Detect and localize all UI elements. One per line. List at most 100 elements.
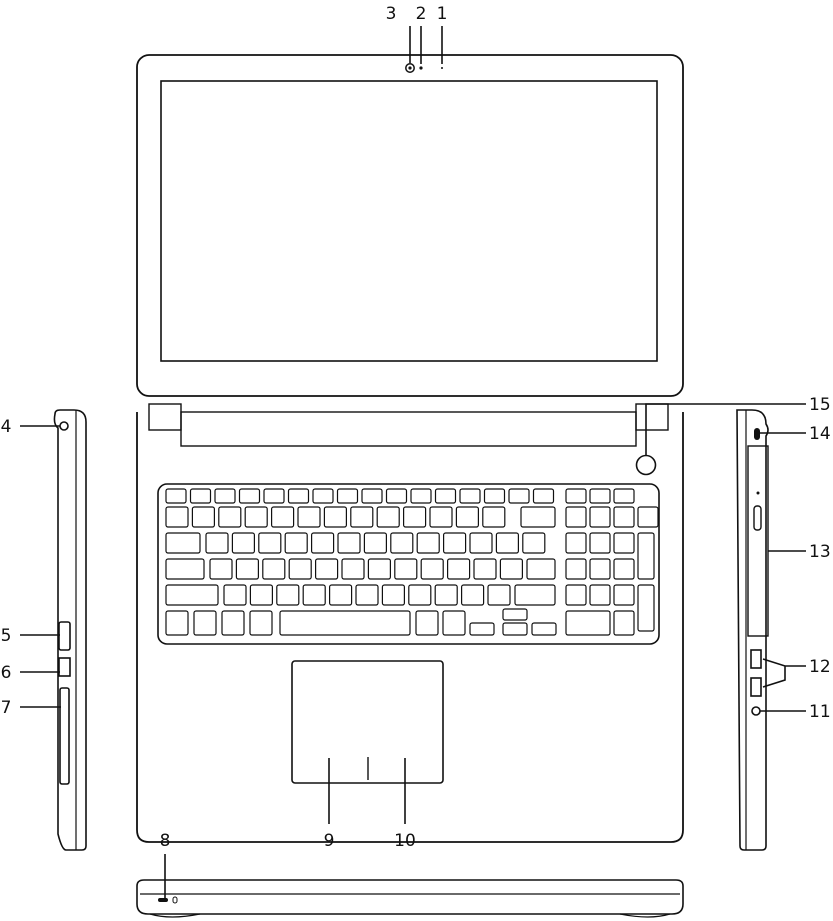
keyboard-key bbox=[514, 584, 556, 606]
callout-12: 12 bbox=[809, 657, 831, 677]
keyboard-key bbox=[361, 488, 383, 504]
keyboard-key bbox=[385, 488, 408, 504]
keyboard-key bbox=[165, 506, 189, 528]
keyboard-key bbox=[508, 488, 530, 504]
keyboard-key bbox=[390, 532, 414, 554]
keyboard-key bbox=[244, 506, 268, 528]
keyboard-key bbox=[376, 506, 400, 528]
keyboard-key bbox=[461, 584, 485, 606]
camera-lens bbox=[408, 66, 412, 70]
base-assembly bbox=[136, 412, 684, 843]
camera-icon bbox=[405, 63, 415, 73]
keyboard-key bbox=[279, 610, 411, 636]
keyboard-key bbox=[469, 532, 493, 554]
keyboard-key bbox=[416, 532, 440, 554]
keyboard-key bbox=[565, 506, 587, 528]
keyboard-key bbox=[193, 610, 217, 636]
keyboard-key bbox=[311, 532, 335, 554]
keyboard-keys bbox=[165, 488, 659, 636]
keyboard-key bbox=[403, 506, 427, 528]
keyboard-key bbox=[249, 584, 273, 606]
right-side-view bbox=[736, 409, 769, 851]
callout-1: 1 bbox=[437, 4, 448, 24]
keyboard-key bbox=[410, 488, 432, 504]
hdmi-port-icon bbox=[58, 621, 71, 651]
keyboard-key bbox=[249, 610, 273, 636]
keyboard-key bbox=[276, 584, 300, 606]
keyboard-key bbox=[315, 558, 339, 580]
keyboard-key bbox=[613, 584, 635, 606]
keyboard-key bbox=[302, 584, 326, 606]
keyboard-key bbox=[271, 506, 295, 528]
keyboard-key bbox=[442, 610, 466, 636]
keyboard-key bbox=[205, 532, 229, 554]
callout-5: 5 bbox=[1, 626, 12, 646]
keyboard-key bbox=[443, 532, 467, 554]
keyboard-key bbox=[522, 532, 546, 554]
hinge-assembly bbox=[148, 403, 669, 447]
keyboard-key bbox=[565, 488, 587, 504]
front-foot-left bbox=[149, 913, 201, 918]
keyboard-key bbox=[191, 506, 215, 528]
usb2-port-icon-1 bbox=[750, 649, 762, 669]
keyboard-key bbox=[473, 558, 497, 580]
keyboard-key bbox=[221, 610, 245, 636]
leader-12 bbox=[762, 658, 806, 688]
base-outline bbox=[136, 412, 684, 843]
keyboard-key bbox=[367, 558, 391, 580]
keyboard-key bbox=[434, 584, 458, 606]
battery-status-light bbox=[158, 898, 168, 902]
left-side-outline bbox=[53, 409, 87, 851]
optical-drive-eject-icon bbox=[753, 505, 762, 531]
keyboard-key bbox=[329, 584, 353, 606]
keyboard-key bbox=[589, 488, 611, 504]
keyboard-key bbox=[287, 488, 310, 504]
keyboard-key bbox=[189, 488, 212, 504]
keyboard-key bbox=[447, 558, 471, 580]
keyboard-key bbox=[214, 488, 236, 504]
keyboard-key bbox=[637, 532, 655, 580]
keyboard-key bbox=[613, 488, 635, 504]
keyboard-key bbox=[502, 608, 528, 621]
callout-numbers: 1 2 3 4 5 6 7 8 9 10 11 12 13 14 15 bbox=[1, 4, 831, 851]
keyboard-key bbox=[565, 558, 587, 580]
headset-port-icon bbox=[751, 706, 761, 716]
keyboard-key bbox=[483, 488, 506, 504]
keyboard-key bbox=[336, 488, 359, 504]
callout-2: 2 bbox=[416, 4, 427, 24]
keyboard-key bbox=[469, 622, 495, 636]
keyboard-key bbox=[589, 506, 611, 528]
callout-15: 15 bbox=[809, 395, 831, 415]
keyboard-key bbox=[532, 488, 555, 504]
keyboard-key bbox=[297, 506, 321, 528]
front-foot-right bbox=[619, 913, 671, 918]
keyboard-key bbox=[209, 558, 233, 580]
optical-drive-light bbox=[756, 491, 760, 495]
hinge-left bbox=[148, 403, 182, 431]
callout-8: 8 bbox=[160, 831, 171, 851]
keyboard-key bbox=[258, 532, 282, 554]
keyboard-key bbox=[589, 558, 611, 580]
keyboard-key bbox=[526, 558, 556, 580]
keyboard-key bbox=[613, 532, 635, 554]
callout-3: 3 bbox=[386, 4, 397, 24]
keyboard-key bbox=[341, 558, 365, 580]
security-cable-slot-icon bbox=[754, 428, 760, 440]
keyboard-key bbox=[613, 506, 635, 528]
keyboard-key bbox=[495, 532, 519, 554]
front-view bbox=[136, 879, 684, 918]
keyboard-key bbox=[589, 584, 611, 606]
keyboard-key bbox=[288, 558, 312, 580]
keyboard-key bbox=[482, 506, 506, 528]
keyboard-key bbox=[499, 558, 523, 580]
usb2-port-icon-2 bbox=[750, 677, 762, 697]
keyboard-key bbox=[531, 622, 557, 636]
keyboard-key bbox=[455, 506, 479, 528]
touchpad bbox=[291, 660, 444, 784]
keyboard-key bbox=[165, 610, 189, 636]
keyboard-key bbox=[223, 584, 247, 606]
camera-status-light bbox=[419, 66, 423, 70]
display-bezel bbox=[136, 54, 684, 397]
